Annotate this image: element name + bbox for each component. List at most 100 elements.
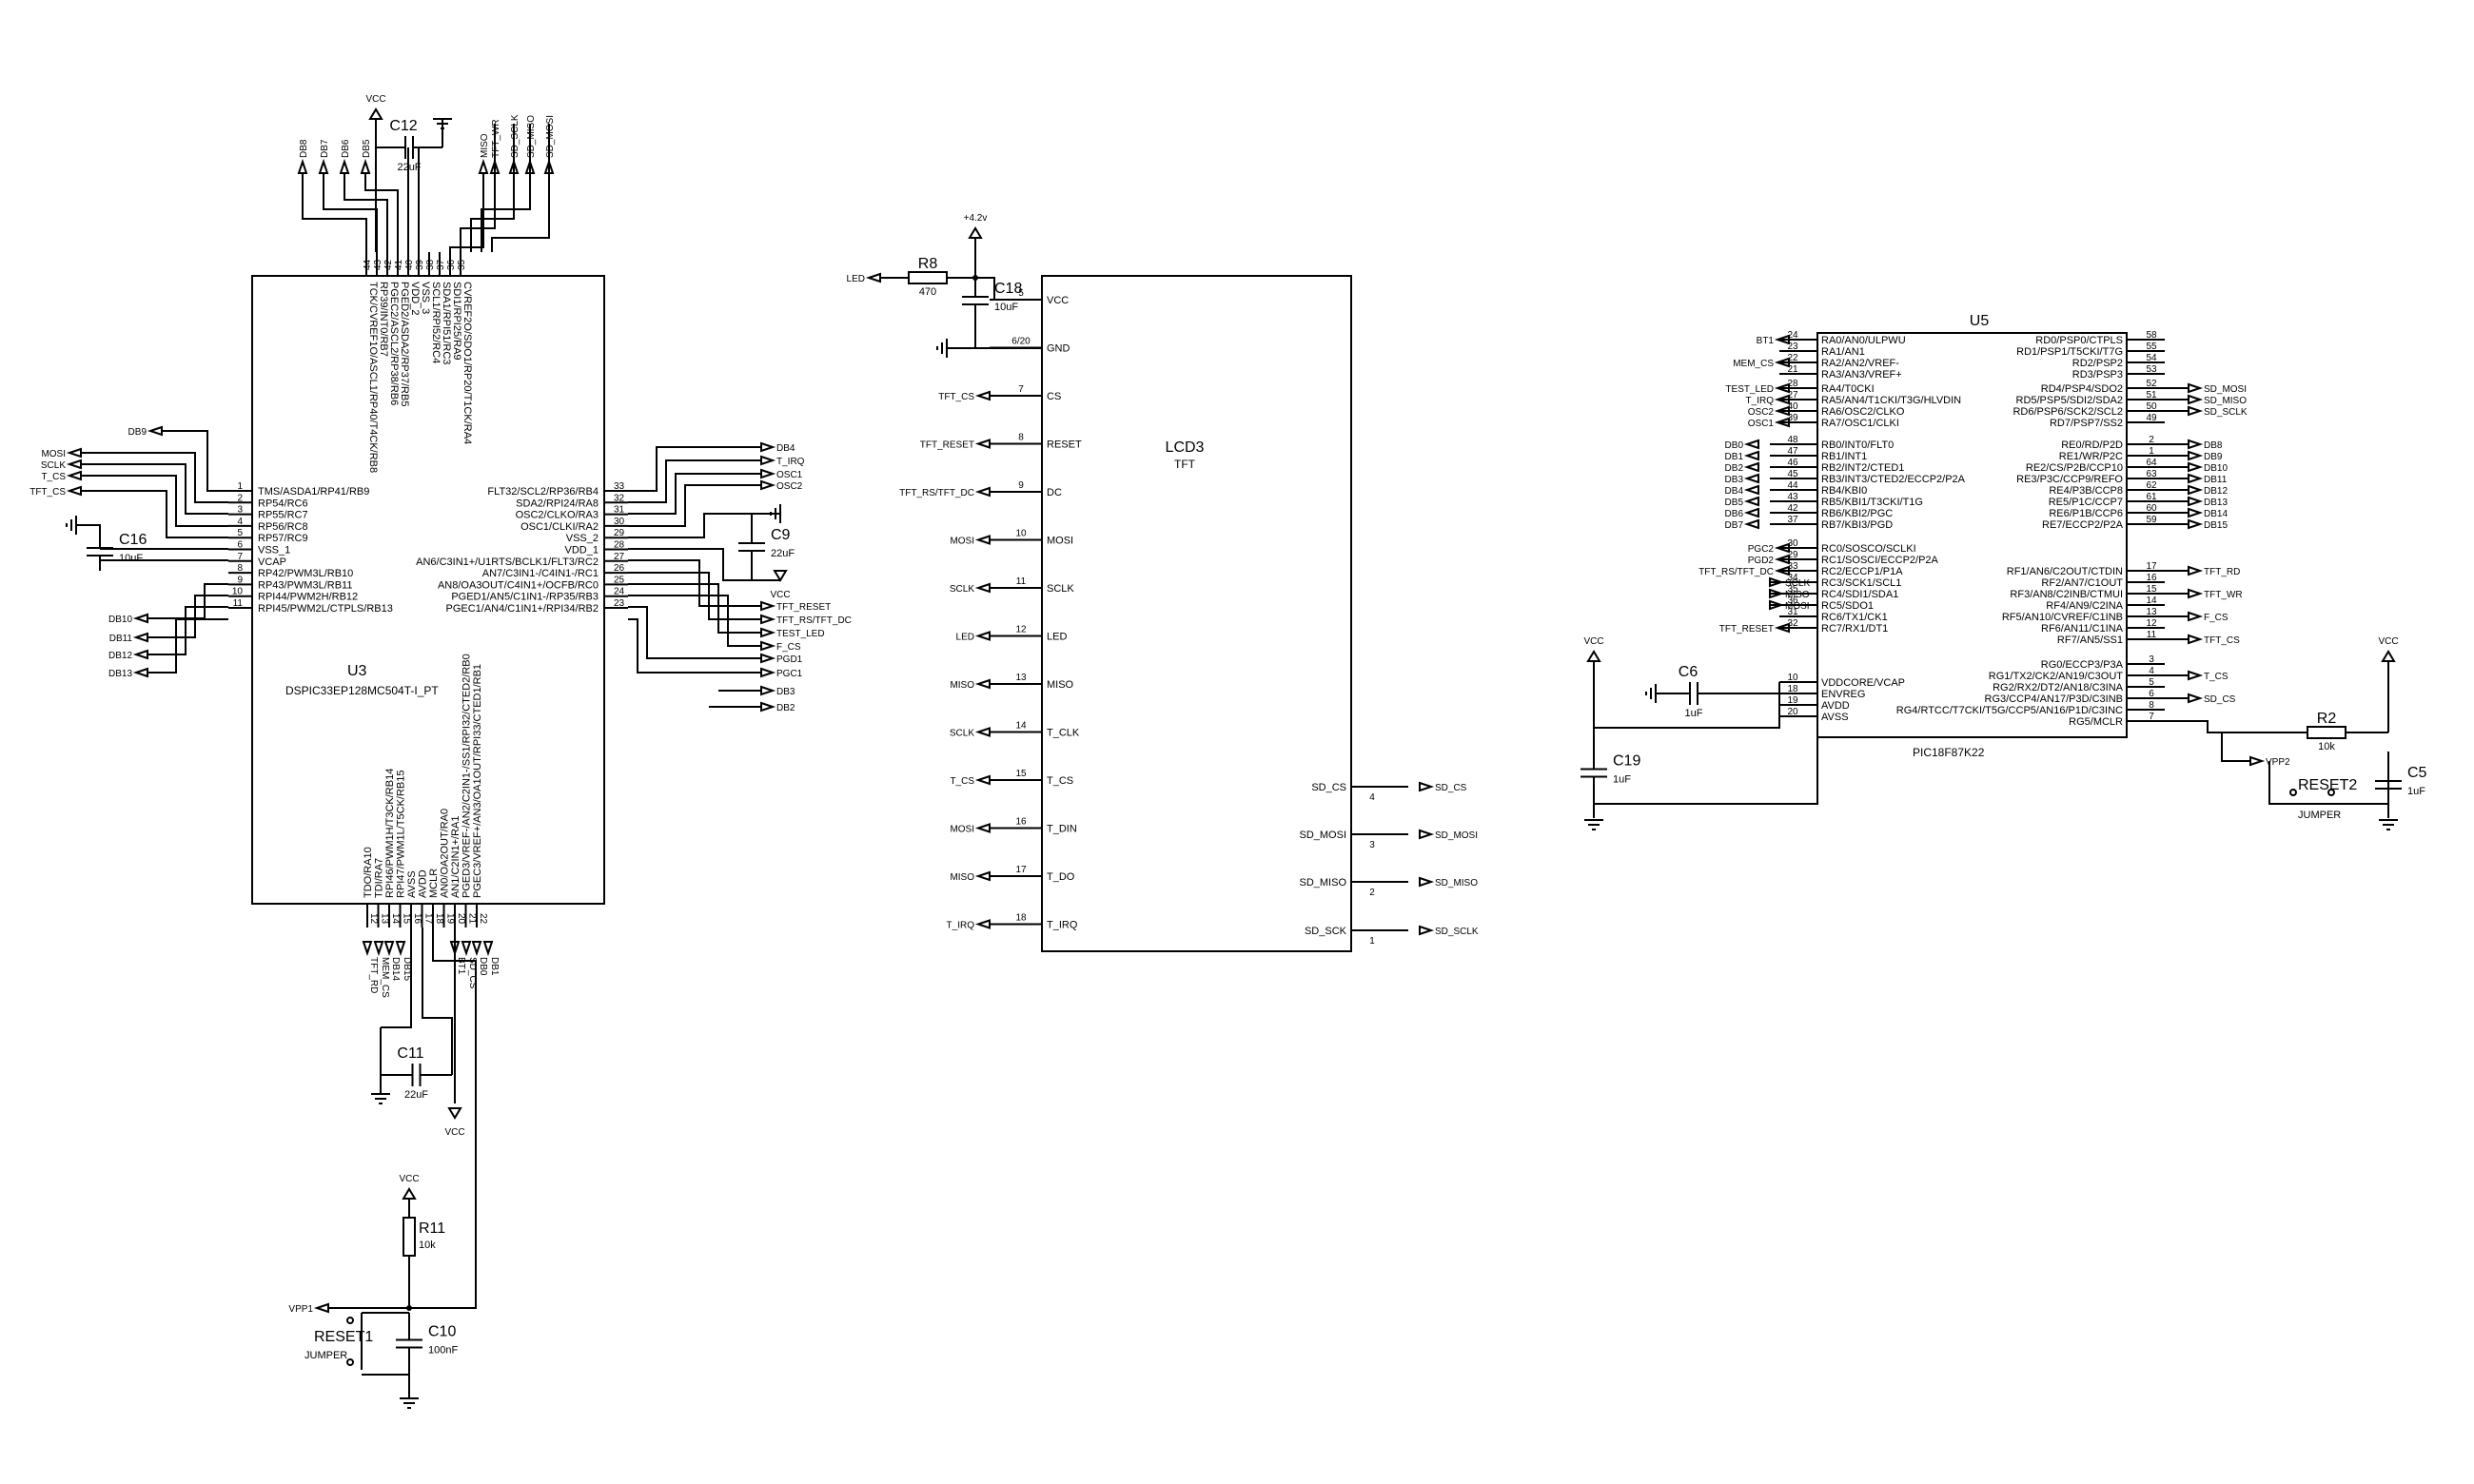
- pin-number: 17: [423, 913, 434, 925]
- pin-number: 32: [1787, 618, 1798, 629]
- pin-name: ENVREG: [1821, 689, 1865, 700]
- net-flag: DB13: [108, 667, 148, 679]
- net-label: TFT_CS: [29, 487, 66, 498]
- net-flag: DB1: [1725, 450, 1759, 462]
- net-label: TFT_RS/TFT_DC: [776, 615, 852, 626]
- pin-number: 49: [2146, 413, 2157, 423]
- net-flag: T_CS: [950, 774, 991, 787]
- net-flag: MEM_CS: [373, 941, 390, 998]
- vcc-power-icon: VCC: [2378, 636, 2399, 662]
- pin-name: RP57/RC9: [258, 533, 308, 544]
- pin-name: AVSS: [406, 870, 418, 898]
- pin-name: RF2/AN7/C1OUT: [2041, 577, 2123, 589]
- net-flag: TEST_LED: [760, 627, 825, 639]
- pin-name: TDO/RA10: [363, 847, 374, 898]
- net-flag: TFT_WR: [489, 119, 501, 174]
- net-flag: DB15: [395, 941, 412, 981]
- net-flag: DB2: [1725, 461, 1759, 474]
- net-flag: TFT_RD: [362, 941, 379, 993]
- net-flag: SD_CS: [1419, 781, 1467, 793]
- pin-name: RPI47/PWM1L/T5CK/RB15: [396, 771, 407, 899]
- ground-icon: [936, 339, 948, 358]
- net-label: PGD1: [776, 654, 803, 665]
- net-flag: PGC2: [1748, 542, 1790, 555]
- pin-name: RD0/PSP0/CTPLS: [2035, 335, 2123, 346]
- pin-number: 4: [1369, 792, 1375, 803]
- pin-number: 33: [614, 481, 625, 492]
- net-flag: DB8: [2188, 439, 2223, 451]
- lcd3-part: TFT: [1174, 458, 1196, 471]
- pin-number: 1: [1369, 936, 1375, 947]
- pin-name: RF5/AN10/CVREF/C1INB: [2002, 612, 2123, 623]
- pin-name: RD3/PSP3: [2072, 369, 2123, 381]
- net-flag: SD_SCLK: [1419, 925, 1479, 937]
- net-label: DB9: [2204, 452, 2223, 462]
- pin-number: 8: [1018, 433, 1024, 443]
- pin-number: 10: [1015, 529, 1027, 539]
- pin-name: OSC2/CLKO/RA3: [516, 510, 599, 521]
- pin-name: RA7/OSC1/CLKI: [1821, 418, 1899, 429]
- net-label: MISO: [480, 133, 490, 158]
- net-label: MOSI: [41, 449, 66, 459]
- net-flag: SCLK: [950, 582, 991, 595]
- net-label: SD_SCLK: [1435, 927, 1479, 937]
- pin-name: AN6/C3IN1+/U1RTS/BCLK1/FLT3/RC2: [416, 556, 599, 568]
- lcd3-ref: LCD3: [1166, 439, 1205, 456]
- net-label: TFT_CS: [2204, 635, 2240, 646]
- pin-name: SD_MOSI: [1299, 830, 1346, 841]
- pin-number: 36: [446, 259, 457, 270]
- reset2-jumper-icon: [2284, 789, 2341, 805]
- pin-number: 8: [2149, 700, 2154, 711]
- pin-number: 48: [1787, 435, 1798, 445]
- pin-name: SCL1/RPI52/RC4: [430, 282, 442, 363]
- pin-name: RG0/ECCP3/P3A: [2041, 659, 2124, 671]
- pin-name: AVDD: [1821, 700, 1850, 712]
- pin-number: 14: [2146, 596, 2157, 606]
- ground-icon: [1645, 684, 1657, 703]
- pin-name: RC3/SCK1/SCL1: [1821, 577, 1901, 589]
- net-label: DB1: [489, 957, 500, 976]
- pin-number: 51: [2146, 390, 2157, 400]
- pin-number: 28: [614, 540, 625, 551]
- pin-name: OSC1/CLKI/RA2: [520, 521, 599, 533]
- pin-name: VSS_3: [420, 282, 431, 314]
- pin-name: RG4/RTCC/T7CKI/T5G/CCP5/AN16/P1D/C3INC: [1896, 705, 2123, 716]
- net-flag: DB7: [1725, 518, 1759, 531]
- net-label: TFT_RS/TFT_DC: [1698, 567, 1774, 577]
- pin-name: RD5/PSP5/SDI2/SDA2: [2016, 395, 2124, 406]
- net-label: SCLK: [950, 729, 974, 739]
- net-label: DB1: [1725, 452, 1744, 462]
- pin-name: RG2/RX2/DT2/AN18/C3INA: [1993, 682, 2124, 693]
- net-label: TFT_WR: [491, 119, 501, 158]
- net-flag: DB3: [760, 685, 795, 697]
- pin-name: RE3/P3C/CCP9/REFO: [2016, 474, 2123, 485]
- pin-number: 31: [614, 505, 625, 516]
- pin-name: RC5/SDO1: [1821, 600, 1874, 612]
- res-value: 10k: [419, 1240, 436, 1251]
- net-label: SD_CS: [467, 957, 478, 989]
- pin-name: RP55/RC7: [258, 510, 308, 521]
- pin-number: 58: [2146, 330, 2157, 341]
- pin-name: T_DO: [1047, 871, 1075, 883]
- net-flag: SD_MISO: [524, 115, 537, 174]
- cap-ref: C6: [1679, 664, 1698, 680]
- pin-number: 2: [1369, 888, 1375, 898]
- u3-part: DSPIC33EP128MC504T-I_PT: [285, 684, 439, 697]
- pin-number: 40: [1787, 401, 1798, 412]
- pin-name: CS: [1047, 391, 1061, 402]
- pin-number: 17: [2146, 561, 2157, 572]
- pin-number: 45: [1787, 469, 1798, 479]
- ground-icon: [770, 504, 781, 523]
- pin-name: RB2/INT2/CTED1: [1821, 462, 1904, 474]
- net-label: DB10: [108, 615, 132, 625]
- res-value: 10k: [2318, 741, 2335, 752]
- pin-name: RC1/SOSCI/ECCP2/P2A: [1821, 555, 1939, 566]
- pin-number: 7: [237, 552, 243, 562]
- pin-number: 19: [1787, 695, 1798, 706]
- pin-name: RC0/SOSCO/SCLKI: [1821, 543, 1916, 555]
- pin-name: SDA1/RPI51/RC3: [441, 282, 452, 364]
